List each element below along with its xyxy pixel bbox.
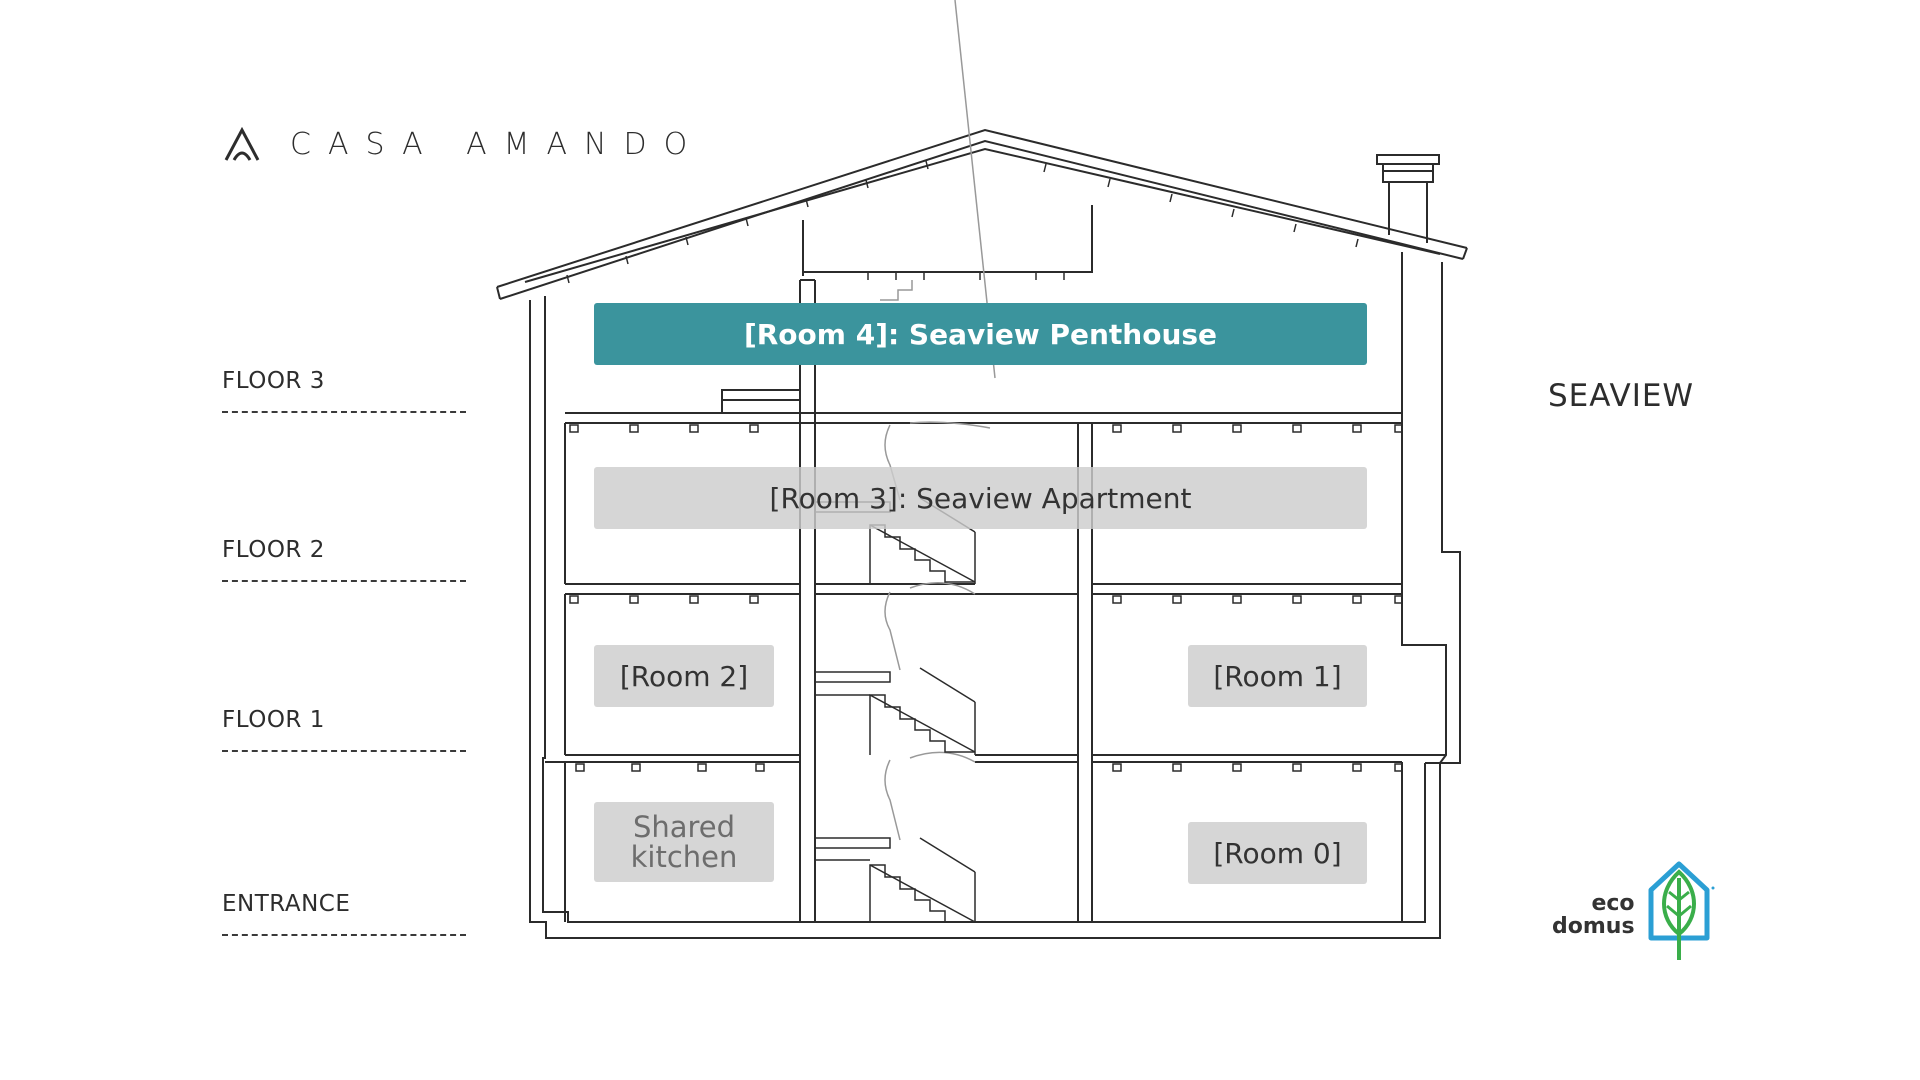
floor-label-entrance: ENTRANCE	[222, 891, 351, 917]
floor-divider-3	[222, 411, 466, 413]
eco-word: eco	[1591, 891, 1635, 916]
floor-divider-entrance	[222, 934, 466, 936]
leaf-house-icon	[1648, 861, 1715, 960]
floor-divider-1	[222, 750, 466, 752]
seaview-label: SEAVIEW	[1548, 378, 1695, 414]
floor-label-2: FLOOR 2	[222, 537, 325, 563]
floor-divider-2	[222, 580, 466, 582]
shared-kitchen-label: Shared kitchen	[594, 802, 774, 882]
ceiling-joists	[569, 272, 1403, 772]
eco-domus-text: eco domus	[1552, 892, 1635, 938]
exterior-walls	[529, 252, 1461, 939]
eco-domus-badge: eco domus	[1552, 860, 1717, 962]
floor-label-3: FLOOR 3	[222, 368, 325, 394]
room-0-label: [Room 0]	[1188, 822, 1367, 884]
room-2-label: [Room 2]	[594, 645, 774, 707]
casa-amando-logo-icon	[224, 126, 260, 161]
brand-header: CASA AMANDO	[222, 124, 704, 164]
room-1-label: [Room 1]	[1188, 645, 1367, 707]
staircase	[815, 0, 996, 923]
room-3-label: [Room 3]: Seaview Apartment	[594, 467, 1367, 529]
brand-name: CASA AMANDO	[290, 126, 705, 162]
floor-label-1: FLOOR 1	[222, 707, 325, 733]
roof	[496, 128, 1468, 300]
chimney	[1376, 154, 1440, 243]
domus-word: domus	[1552, 914, 1635, 939]
shared-kitchen-text: Shared kitchen	[630, 810, 738, 874]
room-4-label: [Room 4]: Seaview Penthouse	[594, 303, 1367, 365]
